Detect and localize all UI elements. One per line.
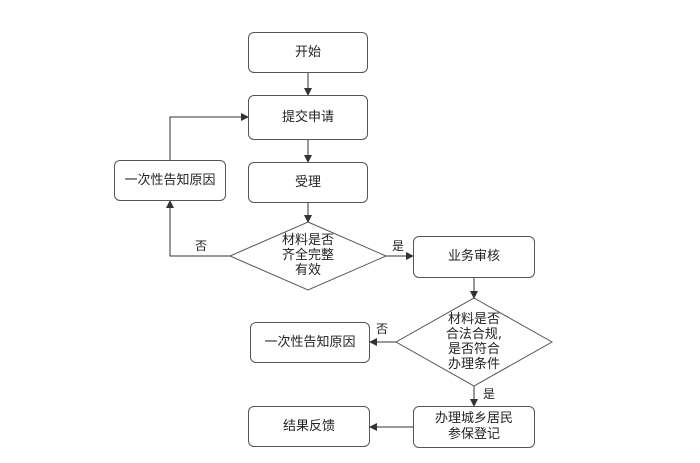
node-business-review: 业务审核 bbox=[413, 236, 535, 278]
node-result-feedback: 结果反馈 bbox=[248, 406, 370, 447]
arrow-notify1-to-submit bbox=[169, 113, 249, 160]
node-register-insurance: 办理城乡居民 参保登记 bbox=[413, 406, 535, 448]
decision-diamond-completeness bbox=[228, 221, 388, 291]
node-notify-reason-2: 一次性告知原因 bbox=[250, 322, 370, 363]
edge-label-check1-no: 否 bbox=[195, 239, 208, 253]
arrow-check1-no-to-notify1 bbox=[166, 200, 230, 257]
edge-label-check1-yes: 是 bbox=[392, 239, 405, 253]
decision-text-compliance: 材料是否 合法合规, 是否符合 办理条件 bbox=[445, 312, 503, 372]
node-start: 开始 bbox=[248, 32, 368, 73]
edge-label-check2-yes: 是 bbox=[483, 387, 496, 401]
node-accept: 受理 bbox=[248, 162, 368, 203]
node-notify-reason-1: 一次性告知原因 bbox=[114, 160, 226, 201]
decision-text-completeness: 材料是否 齐全完整 有效 bbox=[281, 233, 334, 278]
node-submit-application: 提交申请 bbox=[248, 95, 368, 140]
edge-label-check2-no: 否 bbox=[376, 322, 389, 336]
